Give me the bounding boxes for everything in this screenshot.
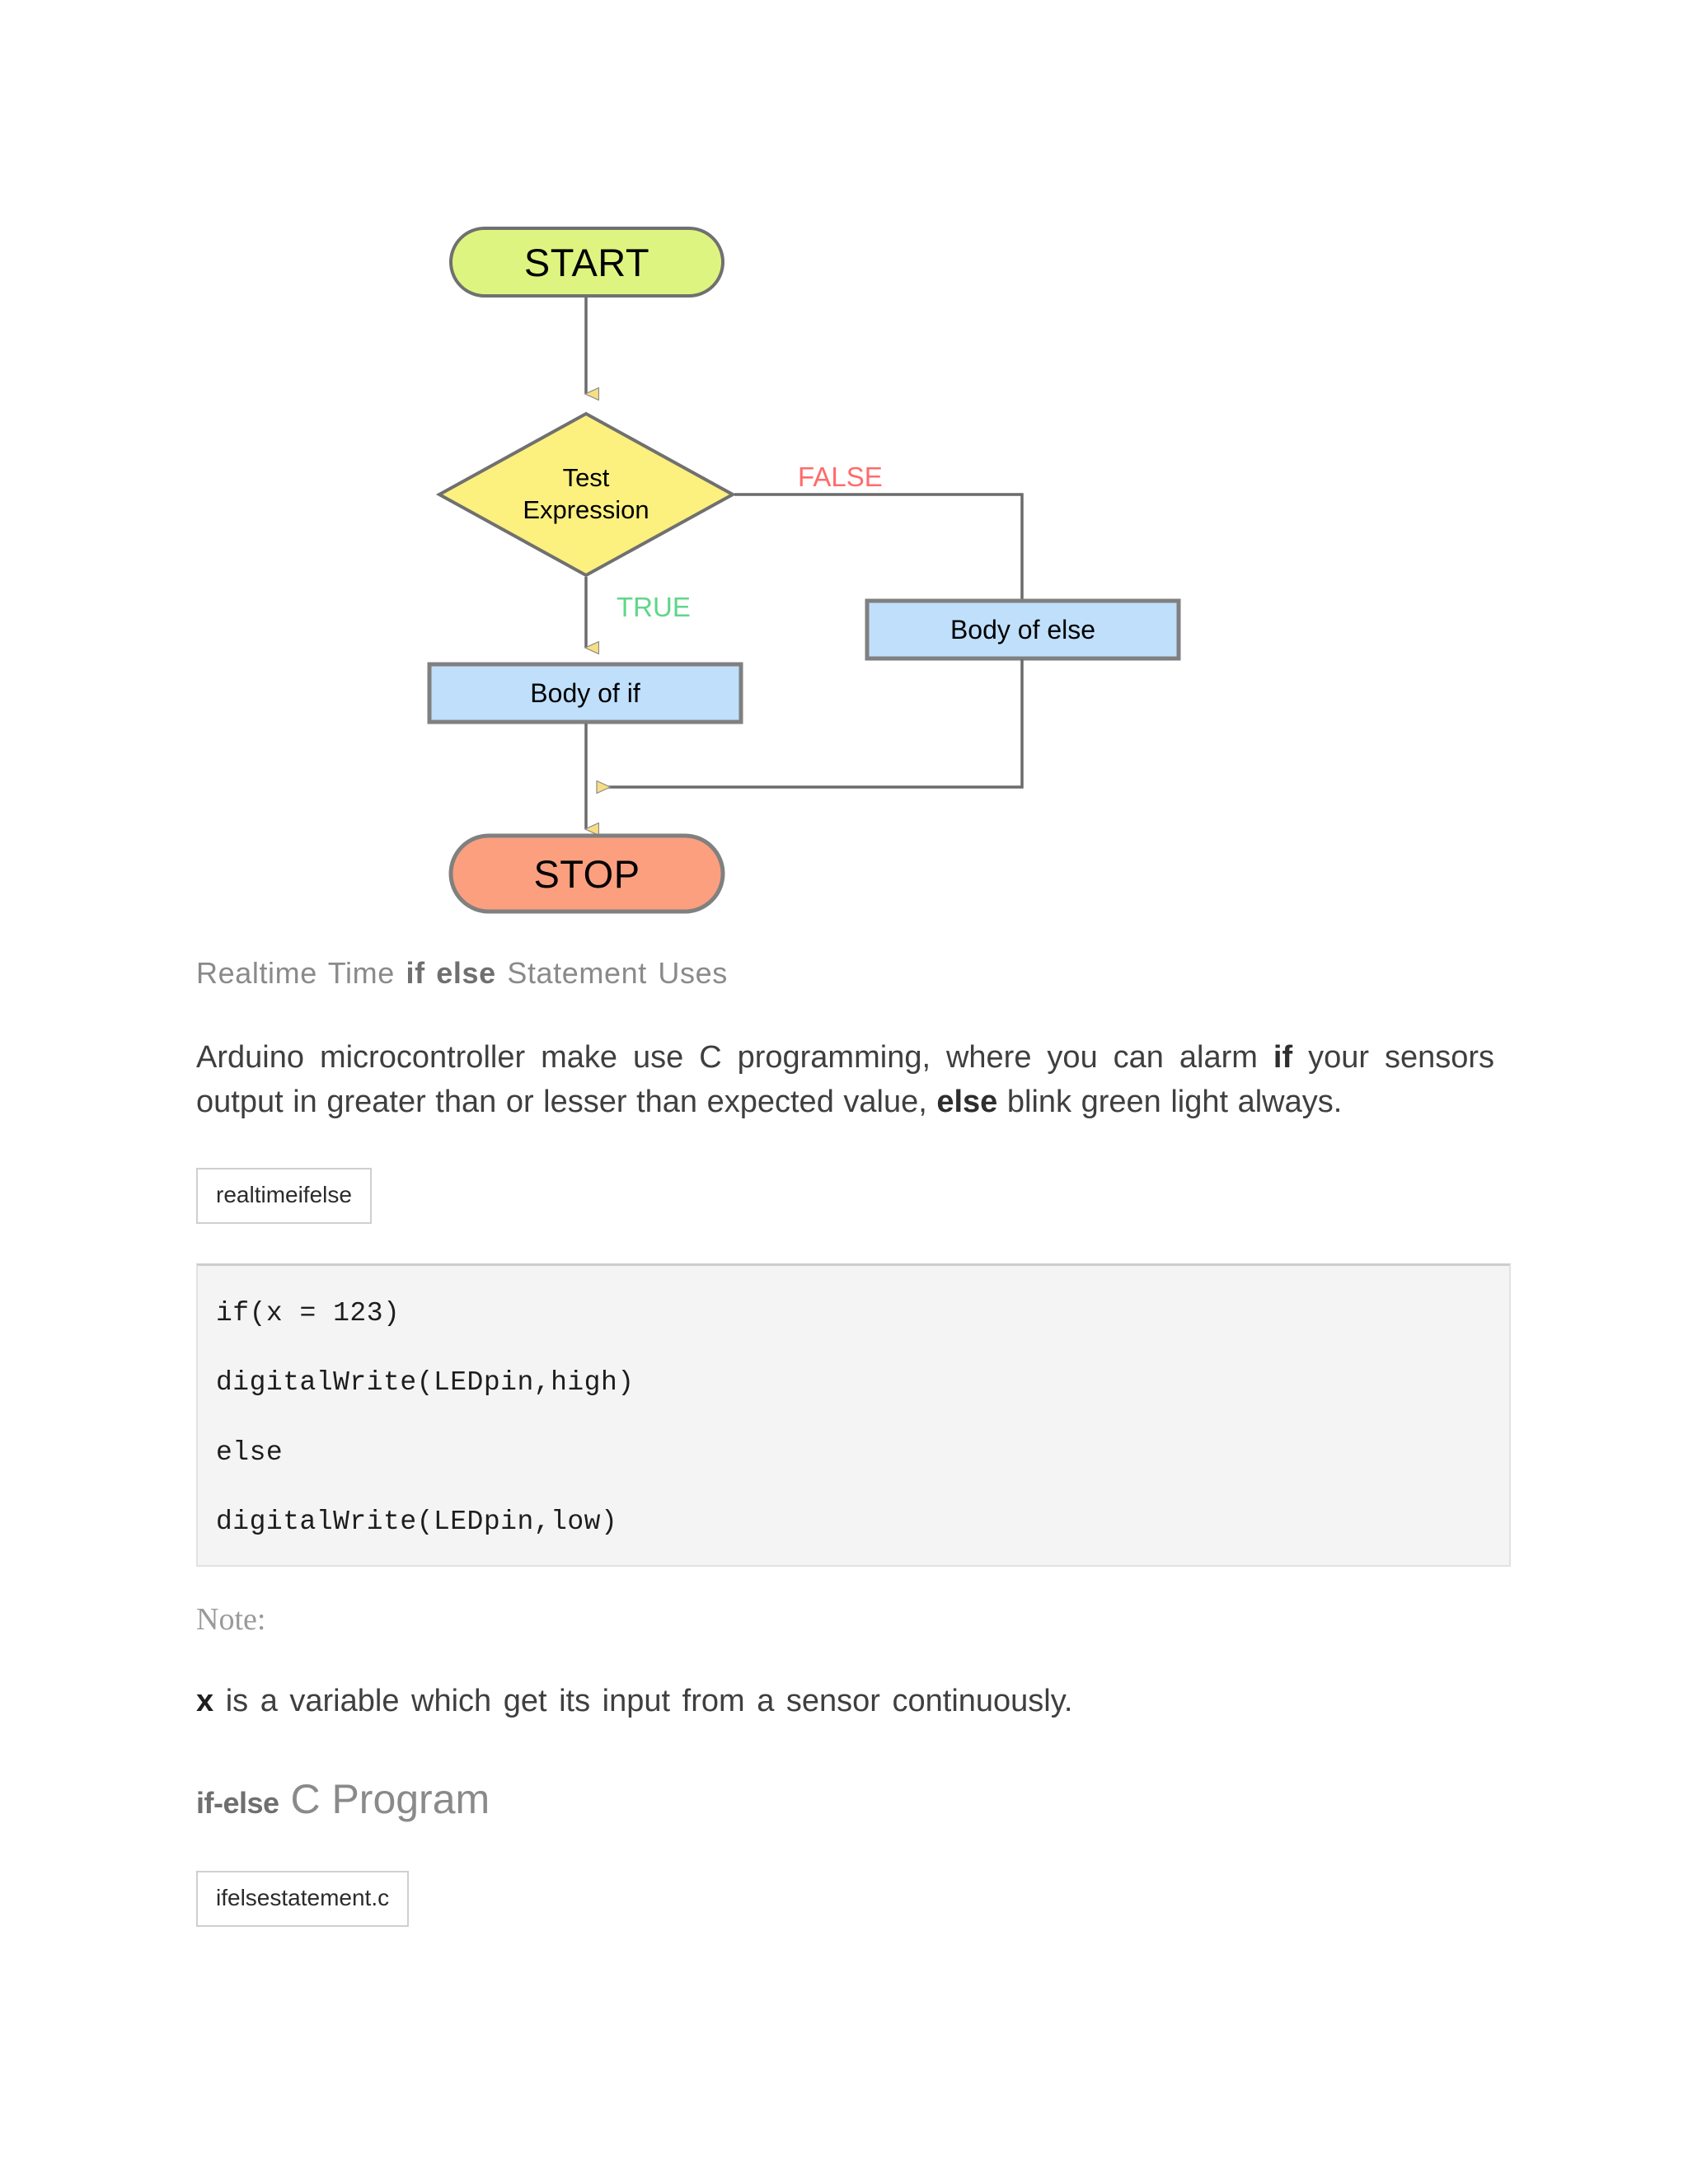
edge-label-false: FALSE <box>798 462 883 492</box>
flow-node-start <box>449 227 724 298</box>
note-variable-name: x <box>196 1684 214 1719</box>
section-heading-rest: C Program <box>279 1776 490 1823</box>
code-line: if(x = 123) <box>216 1297 401 1329</box>
section-heading-bold: if-else <box>196 1786 279 1821</box>
if-else-flowchart: START Test Expression Body of else Body … <box>0 0 1688 956</box>
code-line: else <box>216 1436 284 1468</box>
subheading-realtime-uses: Realtime Time if else Statement Uses <box>196 956 1494 991</box>
subheading-pre: Realtime Time <box>196 956 406 990</box>
edge-decision-false <box>734 493 1024 602</box>
note-text: x is a variable which get its input from… <box>196 1684 1494 1719</box>
code-line: digitalWrite(LEDpin,high) <box>216 1367 635 1399</box>
note-variable-desc: is a variable which get its input from a… <box>213 1684 1073 1719</box>
paragraph-part-2: your sensors output in greater than or l… <box>196 1040 1495 1119</box>
subheading-post: Statement Uses <box>495 956 728 990</box>
file-chip-ifelsestatement-c[interactable]: ifelsestatement.c <box>196 1871 410 1928</box>
subheading-bold: if else <box>406 956 496 990</box>
paragraph-part-1: Arduino microcontroller make use C progr… <box>196 1040 1273 1075</box>
flow-node-body-of-if <box>427 662 743 724</box>
article-content: Realtime Time if else Statement Uses Ard… <box>196 956 1511 1928</box>
flow-node-stop <box>448 833 725 914</box>
paragraph-arduino: Arduino microcontroller make use C progr… <box>196 1036 1494 1125</box>
edge-else-to-merge <box>598 659 1024 787</box>
section-heading-if-else-c-program: if-else C Program <box>196 1775 1494 1823</box>
code-line: digitalWrite(LEDpin,low) <box>216 1506 618 1537</box>
flow-node-decision <box>435 411 737 578</box>
paragraph-bold-if: if <box>1273 1040 1293 1075</box>
note-label: Note: <box>196 1602 266 1638</box>
flowchart-canvas <box>427 227 1181 914</box>
file-chip-realtimeifelse[interactable]: realtimeifelse <box>196 1167 372 1224</box>
paragraph-bold-else: else <box>936 1084 998 1119</box>
flow-node-body-of-else <box>865 598 1181 661</box>
edge-label-true: TRUE <box>617 592 691 622</box>
paragraph-part-3: blink green light always. <box>997 1084 1343 1119</box>
code-block-realtime-ifelse: if(x = 123) digitalWrite(LEDpin,high) el… <box>196 1263 1511 1568</box>
